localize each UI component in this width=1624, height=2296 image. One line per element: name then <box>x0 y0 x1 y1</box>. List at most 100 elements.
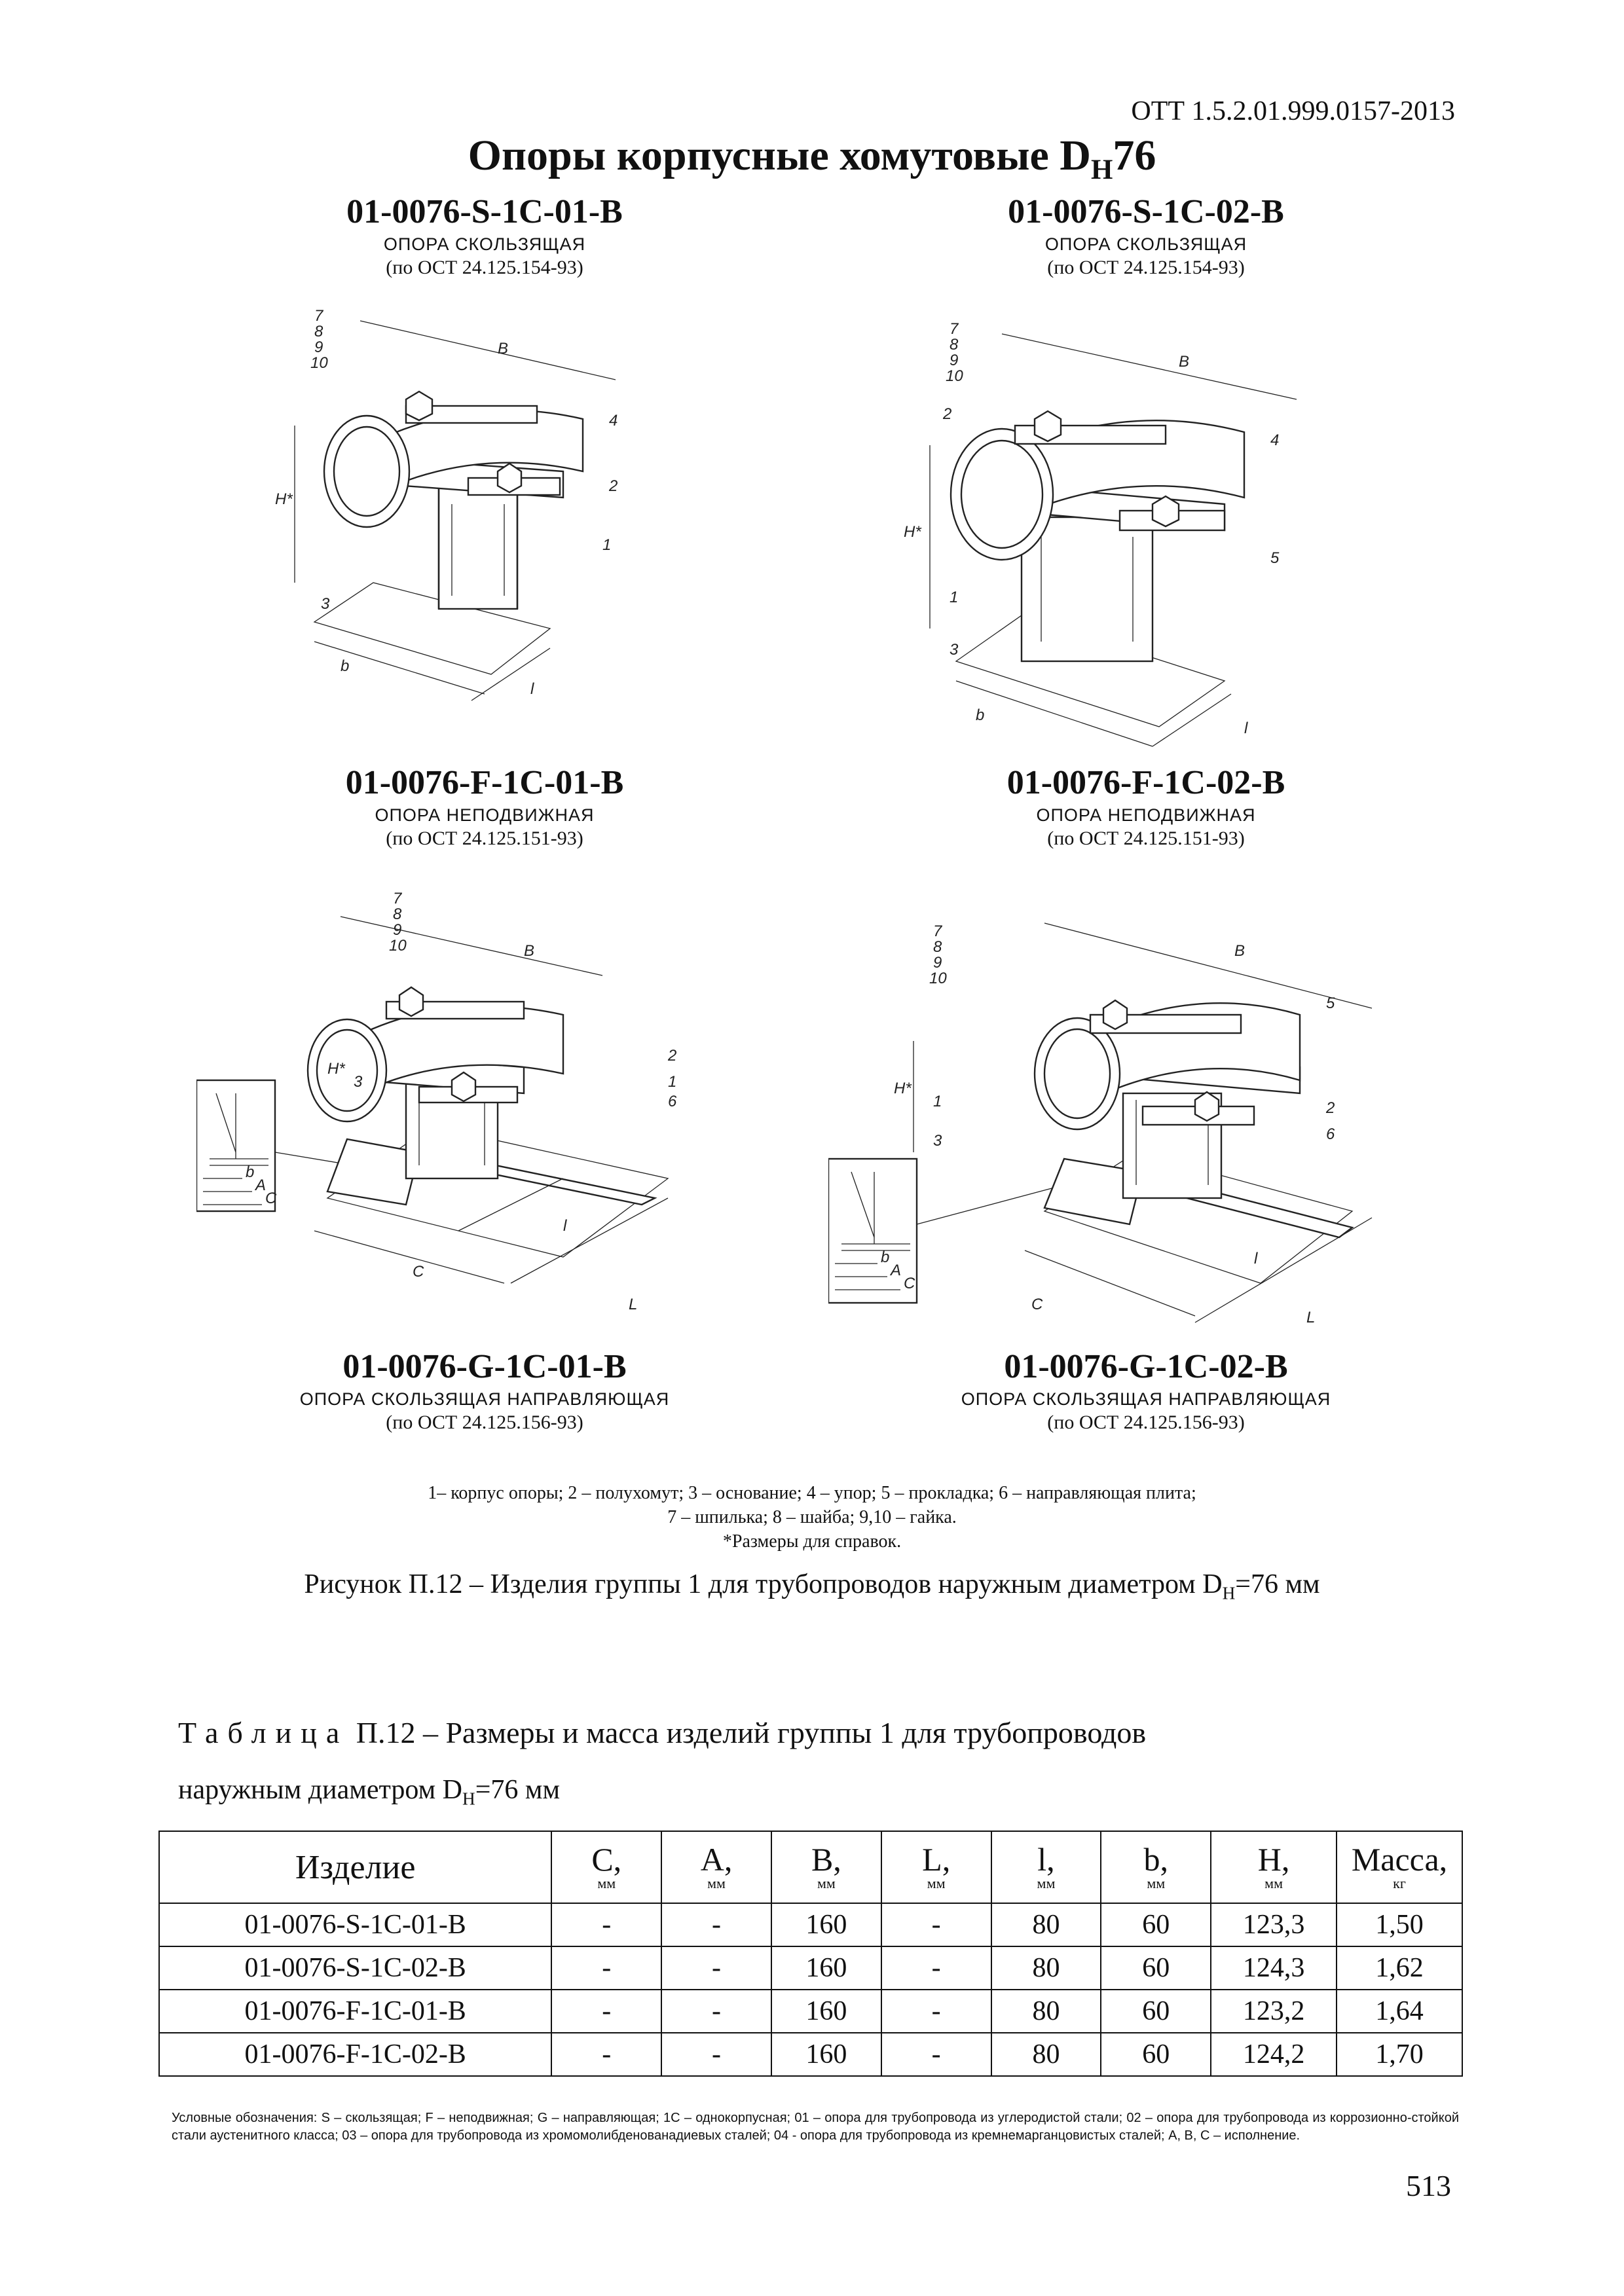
product-block-s02: 01-0076-S-1C-02-B ОПОРА СКОЛЬЗЯЩАЯ (по О… <box>819 192 1473 280</box>
product-desc: ОПОРА НЕПОДВИЖНАЯ <box>375 805 595 825</box>
column-header-b: b,мм <box>1100 1831 1212 1904</box>
table-caption-line2: наружным диаметром DН=76 мм <box>178 1774 560 1809</box>
cell-l: 80 <box>990 1903 1102 1947</box>
detail-label-a: A <box>254 1176 266 1194</box>
caption-tail: =76 мм <box>1235 1569 1320 1599</box>
part-7-label: 7 <box>933 922 943 940</box>
part-5-label: 5 <box>1326 994 1335 1012</box>
drawing-sliding-support-02: H* B b l 7 8 9 10 2 4 5 1 3 <box>904 320 1297 747</box>
part-6-label: 6 <box>668 1093 677 1110</box>
cell-mass: 1,64 <box>1336 1989 1463 2033</box>
part-7-label: 7 <box>950 320 959 338</box>
part-8-label: 8 <box>393 905 402 923</box>
page-title: Опоры корпусные хомутовые DН76 <box>0 131 1624 186</box>
part-10-label: 10 <box>929 970 947 987</box>
caption-subscript: Н <box>1222 1583 1236 1603</box>
parts-legend: 1– корпус опоры; 2 – полухомут; 3 – осно… <box>0 1481 1624 1554</box>
part-1-label: 1 <box>950 589 958 606</box>
product-standard: (по ОСТ 24.125.154-93) <box>1047 257 1245 278</box>
part-3-label: 3 <box>321 595 330 613</box>
table-row: 01-0076-F-1C-02-B - - 160 - 80 60 124,2 … <box>158 2032 1463 2077</box>
dim-label-b-large: B <box>1234 942 1245 960</box>
column-header-h: H,мм <box>1210 1831 1338 1904</box>
column-header-a: A,мм <box>661 1831 772 1904</box>
dim-label-b-large: B <box>1179 353 1189 371</box>
table-row: 01-0076-S-1C-01-B - - 160 - 80 60 123,3 … <box>158 1903 1463 1947</box>
part-7-label: 7 <box>393 890 403 907</box>
title-main: Опоры корпусные хомутовые D <box>468 132 1091 179</box>
table-caption-rest: П.12 – Размеры и масса изделий группы 1 … <box>348 1716 1147 1749</box>
cell-a: - <box>661 1903 772 1947</box>
table-caption: Таблица П.12 – Размеры и масса изделий г… <box>178 1715 1467 1750</box>
table-row: 01-0076-F-1C-01-B - - 160 - 80 60 123,2 … <box>158 1989 1463 2033</box>
dim-label-h: H* <box>894 1080 912 1097</box>
drawing-guided-support-02: b A C H* B C L l 7 8 9 10 5 1 3 2 6 <box>828 922 1373 1326</box>
product-desc: ОПОРА НЕПОДВИЖНАЯ <box>1036 805 1256 825</box>
detail-label-b: b <box>881 1248 889 1266</box>
part-1-label: 1 <box>668 1073 676 1091</box>
product-standard: (по ОСТ 24.125.151-93) <box>386 828 583 849</box>
part-3-label: 3 <box>933 1132 942 1150</box>
product-desc: ОПОРА СКОЛЬЗЯЩАЯ НАПРАВЛЯЮЩАЯ <box>299 1389 670 1409</box>
part-10-label: 10 <box>946 367 963 385</box>
part-9-label: 9 <box>393 921 401 939</box>
cell-h: 123,3 <box>1210 1903 1338 1947</box>
legend-line: 7 – шпилька; 8 – шайба; 9,10 – гайка. <box>667 1507 957 1527</box>
dim-label-b: b <box>976 706 984 724</box>
part-9-label: 9 <box>314 338 323 356</box>
product-standard: (по ОСТ 24.125.151-93) <box>1047 828 1245 849</box>
cell-l: 80 <box>990 2032 1102 2077</box>
part-10-label: 10 <box>310 354 328 372</box>
cell-l: 80 <box>990 1946 1102 1990</box>
part-2-label: 2 <box>1325 1099 1335 1117</box>
cell-a: - <box>661 1989 772 2033</box>
dim-label-l: l <box>1244 720 1248 737</box>
part-3-label: 3 <box>950 641 959 659</box>
product-code: 01-0076-S-1C-02-B <box>1008 193 1284 230</box>
cell-b: 60 <box>1100 1989 1212 2033</box>
part-10-label: 10 <box>389 937 407 955</box>
cell-product: 01-0076-S-1C-01-B <box>158 1903 553 1947</box>
detail-label-b: b <box>246 1163 254 1181</box>
cell-c: - <box>551 2032 663 2077</box>
cell-product: 01-0076-S-1C-02-B <box>158 1946 553 1990</box>
dim-label-c: C <box>413 1263 424 1281</box>
detail-label-c: C <box>265 1190 277 1207</box>
cell-l-large: - <box>880 1989 992 2033</box>
cell-b-large: 160 <box>770 1903 882 1947</box>
dimensions-table: Изделие C,мм A,мм B,мм L,мм l,мм b,мм H,… <box>158 1831 1463 2077</box>
product-code: 01-0076-S-1C-01-B <box>346 193 623 230</box>
product-desc: ОПОРА СКОЛЬЗЯЩАЯ <box>1044 234 1247 254</box>
cell-b: 60 <box>1100 1946 1212 1990</box>
drawing-sliding-support-01: H* B b l 7 8 9 10 4 2 1 3 <box>275 308 618 701</box>
product-block-f02: 01-0076-F-1C-02-B ОПОРА НЕПОДВИЖНАЯ (по … <box>819 763 1473 850</box>
table-caption-line2-tail: =76 мм <box>475 1775 561 1805</box>
dim-label-h: H* <box>275 490 293 508</box>
product-desc: ОПОРА СКОЛЬЗЯЩАЯ <box>383 234 586 254</box>
cell-a: - <box>661 2032 772 2077</box>
dim-label-l: l <box>530 680 534 698</box>
part-1-label: 1 <box>602 536 611 554</box>
cell-c: - <box>551 1989 663 2033</box>
cell-a: - <box>661 1946 772 1990</box>
detail-label-a: A <box>889 1262 901 1279</box>
cell-h: 124,2 <box>1210 2032 1338 2077</box>
dim-label-l-large: L <box>1306 1309 1315 1326</box>
title-subscript: Н <box>1090 155 1113 186</box>
title-tail: 76 <box>1113 132 1156 179</box>
cell-b-large: 160 <box>770 2032 882 2077</box>
dim-label-l-large: L <box>629 1296 637 1313</box>
cell-product: 01-0076-F-1C-01-B <box>158 1989 553 2033</box>
product-desc: ОПОРА СКОЛЬЗЯЩАЯ НАПРАВЛЯЮЩАЯ <box>961 1389 1331 1409</box>
dim-label-h: H* <box>327 1060 345 1078</box>
part-2-label: 2 <box>667 1047 676 1065</box>
part-2-label: 2 <box>608 477 618 495</box>
product-code: 01-0076-G-1C-02-B <box>1004 1348 1288 1385</box>
table-caption-line2-main: наружным диаметром D <box>178 1775 462 1805</box>
cell-product: 01-0076-F-1C-02-B <box>158 2032 553 2077</box>
dim-label-c: C <box>1031 1296 1043 1313</box>
dim-label-l: l <box>1254 1250 1258 1267</box>
dim-label-l: l <box>563 1217 567 1235</box>
column-header-mass: Масса,кг <box>1336 1831 1463 1904</box>
product-code: 01-0076-G-1C-01-B <box>342 1348 627 1385</box>
